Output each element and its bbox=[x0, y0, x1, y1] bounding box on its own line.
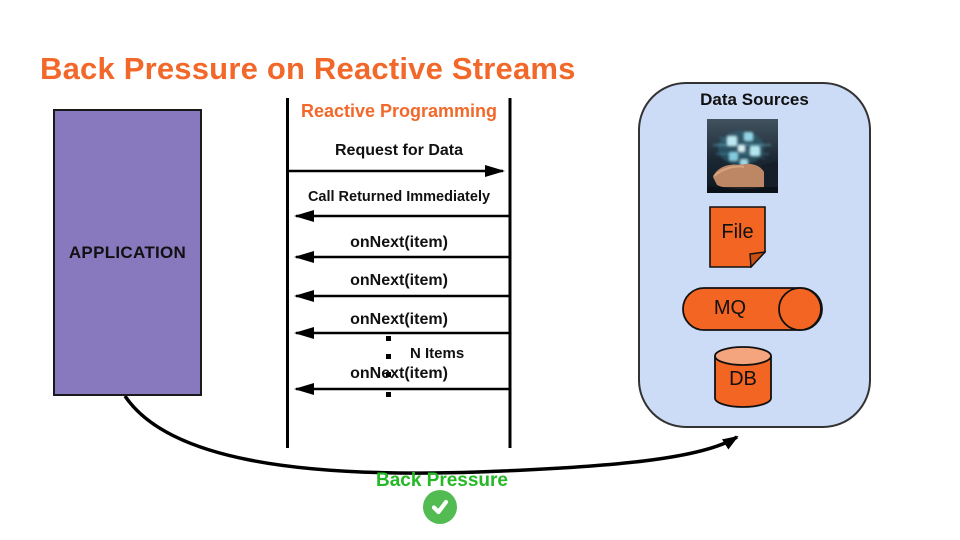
file-note-shape bbox=[709, 206, 766, 268]
sequence-heading: Reactive Programming bbox=[300, 101, 498, 121]
db-label: DB bbox=[729, 368, 757, 390]
vertical-ellipsis bbox=[386, 336, 391, 397]
open-hand bbox=[713, 163, 764, 190]
back-pressure-label: Back Pressure bbox=[375, 470, 509, 491]
check-circle-icon bbox=[423, 490, 457, 524]
message-label-onnext-1: onNext(item) bbox=[350, 234, 448, 251]
n-items-label: N Items bbox=[410, 345, 465, 362]
message-label-onnext-2: onNext(item) bbox=[350, 272, 448, 289]
db-cylinder-shape bbox=[714, 346, 772, 408]
file-label: File bbox=[721, 221, 754, 243]
checkmark-glyph bbox=[431, 499, 449, 515]
data-sources-title: Data Sources bbox=[700, 90, 809, 109]
message-label-onnext-n: onNext(item) bbox=[350, 365, 448, 382]
page-title: Back Pressure on Reactive Streams bbox=[40, 51, 576, 86]
back-pressure-arrow bbox=[123, 395, 739, 475]
iot-data-hand-image bbox=[707, 119, 778, 193]
message-label-onnext-3: onNext(item) bbox=[350, 311, 448, 328]
application-label: APPLICATION bbox=[68, 242, 187, 262]
message-label-request: Request for Data bbox=[334, 142, 464, 159]
mq-label: MQ bbox=[713, 297, 747, 319]
application-box: APPLICATION bbox=[53, 109, 202, 396]
message-label-call-returned: Call Returned Immediately bbox=[307, 189, 491, 205]
mq-cylinder-shape bbox=[682, 287, 823, 331]
